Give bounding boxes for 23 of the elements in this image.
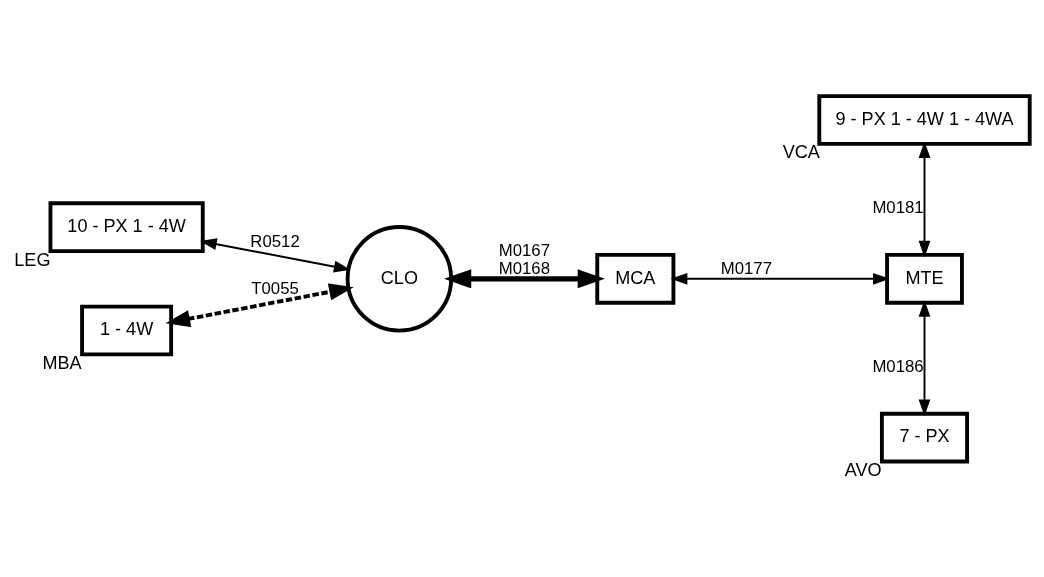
edge-label: R0512 xyxy=(250,232,300,252)
node-box: MTE xyxy=(885,253,964,305)
edge-label: M0177 xyxy=(720,259,772,279)
arrow xyxy=(199,238,351,273)
arrow xyxy=(670,272,890,285)
node-box: MCA xyxy=(595,253,676,305)
edge-label: T0055 xyxy=(251,278,299,298)
node-label: LEG xyxy=(14,249,51,270)
node-box: 9 - PX 1 - 4W 1 - 4WA xyxy=(817,94,1032,146)
edge-label: M0186 xyxy=(872,356,924,376)
edge-label: M0167 M0168 xyxy=(498,241,550,279)
node-box: 7 - PX xyxy=(879,411,970,464)
node-label: MBA xyxy=(42,352,82,373)
arrow xyxy=(918,300,931,417)
arrow xyxy=(918,141,931,258)
node-circle: CLO xyxy=(345,225,454,333)
node-label: AVO xyxy=(844,459,882,480)
node-box: 10 - PX 1 - 4W xyxy=(48,201,205,253)
node-box: 1 - 4W xyxy=(80,304,174,357)
edge-label: M0181 xyxy=(872,197,924,217)
arrow xyxy=(444,269,605,289)
node-label: VCA xyxy=(782,142,820,163)
arrow xyxy=(165,283,354,328)
